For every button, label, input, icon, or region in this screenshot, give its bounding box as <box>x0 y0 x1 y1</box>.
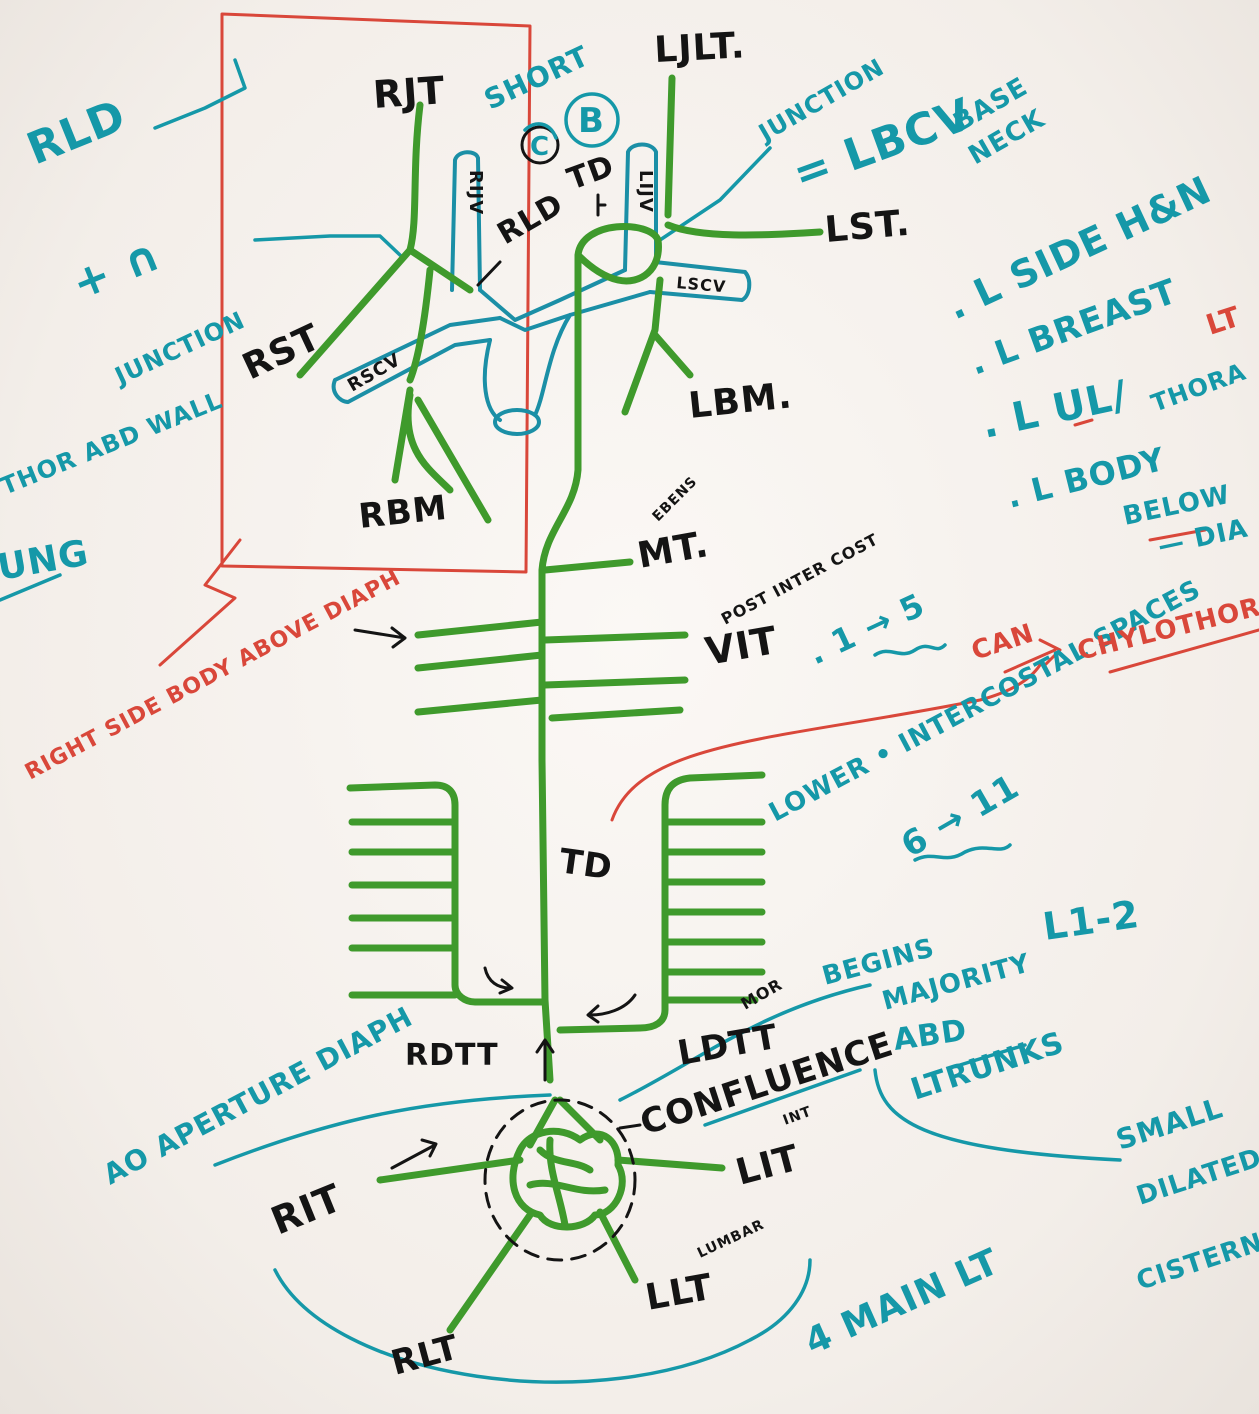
label-one-five: . 1 → 5 <box>802 585 930 672</box>
label-rdtt: RDTT <box>405 1038 499 1073</box>
label-cisterna: CISTERNA <box>1133 1221 1259 1297</box>
label-l12: L1-2 <box>1040 892 1142 949</box>
arrow-rit <box>392 1140 436 1168</box>
label-lumbar: LUMBAR <box>695 1217 767 1262</box>
arrow-intercostal <box>355 628 405 647</box>
lower-intercostal-left-ribs <box>665 822 762 1000</box>
label-vit: VIT <box>702 618 781 674</box>
lbm-trunk <box>625 280 690 412</box>
lower-intercostal-right-ribs <box>352 822 455 995</box>
label-junction-left: JUNCTION <box>109 306 249 391</box>
label-thora: THORA <box>1147 357 1250 417</box>
label-rld-left: RLD <box>20 90 133 175</box>
label-rijv: RIJV <box>465 170 486 215</box>
teal-squiggle-1-5 <box>875 645 945 655</box>
label-small: SMALL <box>1112 1091 1227 1156</box>
label-rst: RST <box>236 317 327 388</box>
lower-intercostal-right-bracket <box>350 785 545 1002</box>
teal-arc-bottom <box>275 1260 810 1382</box>
label-thor-abd-wall: THOR ABD WALL <box>0 386 226 501</box>
label-rit: RIT <box>265 1175 349 1243</box>
label-lbm: LBM. <box>687 375 795 427</box>
label-llt: LLT <box>642 1267 716 1319</box>
label-four-main-lt: 4 MAIN LT <box>799 1241 1006 1363</box>
label-ebens: EBENS <box>650 473 701 524</box>
label-abd: ABD <box>891 1013 969 1058</box>
td-lateral-right <box>545 562 630 570</box>
label-six-eleven: 6 → 11 <box>895 767 1027 866</box>
brachiocephalic-junction <box>480 270 650 420</box>
upper-intercostal-left <box>418 622 542 712</box>
arrow-ldtt <box>588 995 635 1022</box>
svc-end <box>495 410 539 434</box>
label-b: B <box>578 101 605 141</box>
lst-trunk <box>668 225 820 235</box>
label-ung: UNG <box>0 533 92 589</box>
label-plus-n: + ∩ <box>65 229 168 310</box>
label-can: CAN <box>968 618 1038 666</box>
teal-line-rijv <box>255 236 400 255</box>
label-mor: MOR <box>738 975 786 1014</box>
confluence-pointer <box>620 1125 640 1128</box>
label-mt: MT. <box>634 524 712 577</box>
label-short: SHORT <box>479 39 594 116</box>
label-ljlt: LJLT. <box>653 25 746 71</box>
label-int: INT <box>781 1104 814 1129</box>
label-rlt: RLT <box>387 1327 463 1383</box>
upper-intercostal-right <box>545 635 685 718</box>
label-lit: LIT <box>732 1138 804 1194</box>
label-lscv: LSCV <box>676 273 727 296</box>
label-td-mid: TD <box>557 841 615 888</box>
cisterna-dashed-ring <box>485 1100 635 1260</box>
label-right-side: RIGHT SIDE BODY ABOVE DIAPH <box>21 565 405 785</box>
arrow-rdtt <box>485 968 512 993</box>
label-rjt: RJT <box>372 68 447 117</box>
label-rbm: RBM <box>357 488 450 537</box>
label-lst: LST. <box>823 203 912 251</box>
label-c: C <box>530 132 550 162</box>
rjt-trunk <box>410 105 420 250</box>
lower-intercostal-left-bracket <box>560 775 762 1030</box>
td-tick <box>598 195 605 215</box>
label-lijv: LIJV <box>635 170 656 213</box>
right-duct-branches <box>300 250 488 520</box>
label-lt-red: LT <box>1202 300 1245 342</box>
ljlt-trunk <box>668 78 672 215</box>
thoracic-duct-main <box>542 320 578 1080</box>
teal-line-rld <box>155 60 245 128</box>
red-zigzag-bottom <box>160 540 240 665</box>
label-td-top: TD <box>563 148 619 197</box>
label-rld-center: RLD <box>492 187 570 252</box>
label-ao-aperture: AO APERTURE DIAPH <box>98 1000 418 1191</box>
label-lul: . L UL/ <box>978 372 1132 448</box>
